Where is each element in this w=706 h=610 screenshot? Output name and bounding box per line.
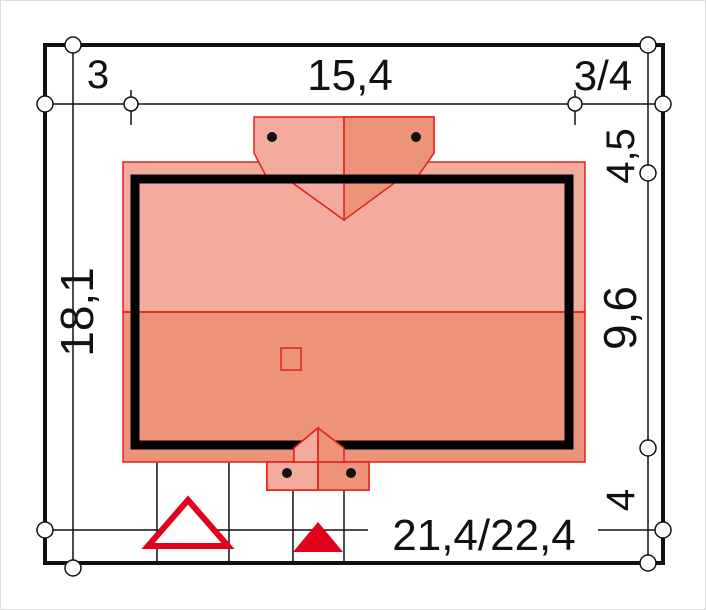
triangle-outline-icon [141, 495, 235, 549]
dimension-node [64, 36, 82, 54]
bottom-label-bg [368, 510, 598, 558]
dimension-left-total: 18,1 [51, 267, 103, 357]
plot-boundary [43, 43, 665, 565]
dimension-top-right: 3/4 [574, 52, 632, 99]
top-dormer-right [343, 116, 435, 177]
roof-south-slope [122, 311, 586, 463]
dimension-node [654, 521, 672, 539]
marker-dot [346, 468, 356, 478]
marker-dot [411, 132, 421, 142]
dimension-node [639, 439, 657, 457]
dimension-node [36, 521, 54, 539]
bottom-dormer-front-left [266, 461, 319, 491]
marker-dot [267, 132, 277, 142]
dimension-node [36, 95, 54, 113]
dimension-node [639, 36, 657, 54]
dimension-node [639, 554, 657, 572]
dimension-bottom-right: 21,4/22,4 [392, 511, 576, 560]
chimney [280, 347, 302, 371]
dimension-top-center: 15,4 [307, 51, 393, 100]
dimension-top-left: 3 [87, 53, 109, 97]
building-walls [130, 174, 574, 450]
roof [122, 116, 586, 491]
dimension-node [639, 164, 657, 182]
dimension-node [123, 96, 139, 112]
dimension-right-mid: 9,6 [594, 286, 646, 350]
marker-dots [267, 132, 421, 478]
dimension-node [654, 95, 672, 113]
dimension-node [567, 96, 583, 112]
triangle-filled-icon [293, 522, 343, 552]
dimension-node-group [36, 36, 672, 577]
marker-dot [282, 468, 292, 478]
dimension-node [64, 559, 82, 577]
dimension-right-bottom: 4 [599, 489, 643, 511]
dimension-right-top: 4,5 [599, 128, 643, 184]
